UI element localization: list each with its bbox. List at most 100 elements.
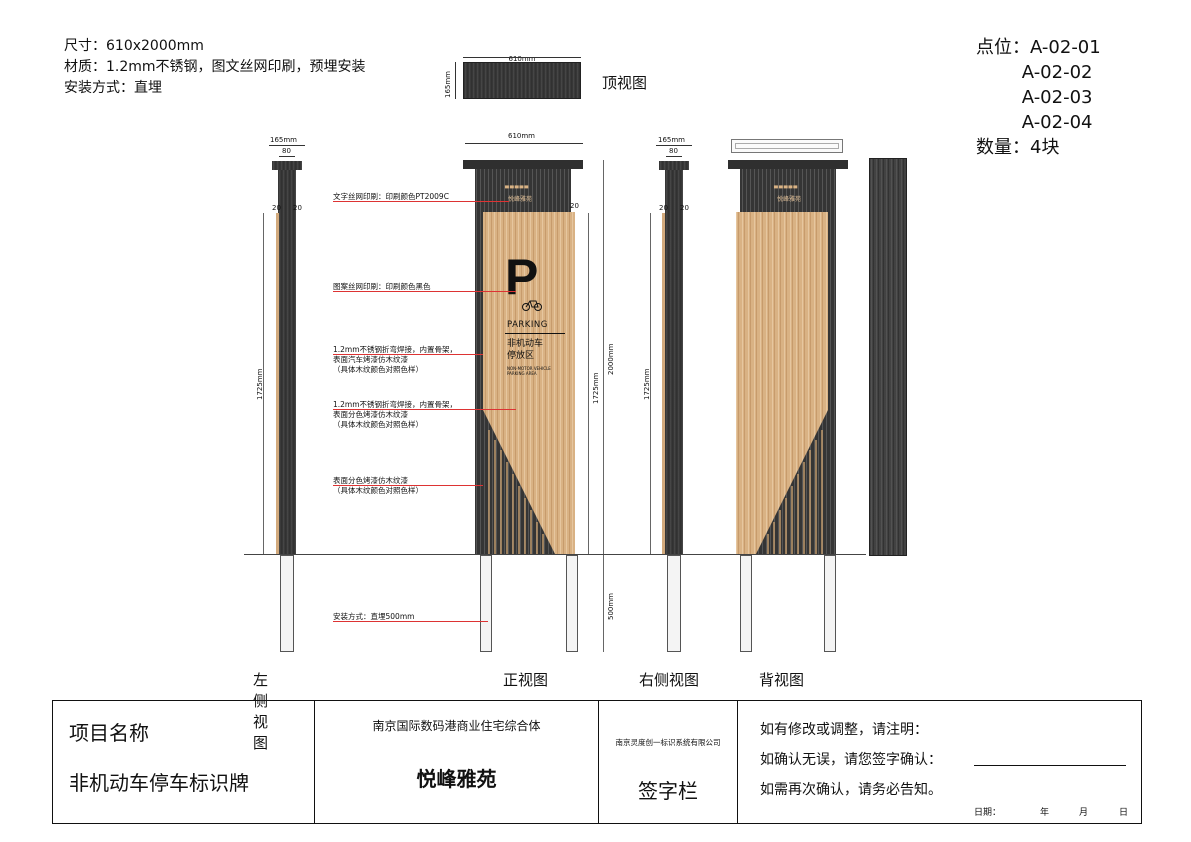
front-depth-line	[603, 555, 604, 652]
left-dim-line-inner	[279, 156, 295, 157]
top-view-dim-line	[463, 57, 581, 58]
front-height-2000-dim: 2000mm	[607, 343, 615, 375]
front-height-1725-line	[588, 213, 589, 554]
annotation-leader-1	[333, 201, 509, 202]
left-view-label: 左侧视图	[253, 671, 269, 752]
parking-cn: 非机动车 停放区	[507, 338, 543, 362]
annotation-leader-4	[333, 409, 516, 410]
tb-date-month: 月	[1079, 808, 1089, 818]
parking-en-line1: NON-MOTOR VEHICLE	[507, 366, 551, 371]
back-brand-mark-dots: ▀▀▀▀▀	[774, 186, 799, 192]
left-dim-line-top	[269, 145, 305, 146]
material-swatch	[869, 158, 907, 556]
right-width-dim: 165mm	[658, 136, 685, 144]
parking-text: PARKING	[507, 320, 548, 330]
front-width-dim: 610mm	[508, 132, 535, 140]
back-top-outline	[731, 139, 843, 153]
right-dim-line-inner	[666, 156, 682, 157]
right-inner-dim: 80	[669, 147, 678, 155]
left-inner-dim: 80	[282, 147, 291, 155]
back-post-right	[824, 555, 836, 652]
front-post-left	[480, 555, 492, 652]
point-code-1: 点位：A-02-01	[976, 37, 1101, 58]
front-depth-dim: 500mm	[607, 593, 615, 620]
back-stripe-lines	[767, 430, 823, 554]
ground-line	[244, 554, 866, 555]
annotation-leader-6	[333, 621, 488, 622]
right-height-dim: 1725mm	[643, 368, 651, 400]
back-sign	[728, 160, 848, 554]
front-edge-dim: 20	[570, 202, 579, 210]
left-height-dim: 1725mm	[256, 368, 264, 400]
back-cap-band	[728, 160, 848, 169]
spec-block: 尺寸：610x2000mm 材质：1.2mm不锈钢，图文丝网印刷，预埋安装 安装…	[64, 36, 366, 99]
annotation-material-1: 1.2mm不锈钢折弯焊接，内置骨架， 表面汽车烤漆仿木纹漆 （具体木纹颜色对照色…	[333, 345, 458, 374]
right-post	[667, 555, 681, 652]
point-code-2: A-02-02	[976, 62, 1093, 83]
tb-date-year: 年	[1040, 808, 1050, 818]
left-height-line	[263, 213, 264, 554]
right-view-label: 右侧视图	[639, 671, 700, 689]
tb-note-3: 如需再次确认，请务必告知。	[760, 782, 942, 798]
tb-notes: 如有修改或调整，请注明： 如确认无误，请您签字确认： 如需再次确认，请务必告知。…	[737, 700, 1142, 824]
annotation-install: 安装方式：直埋500mm	[333, 612, 415, 621]
left-column	[278, 170, 296, 554]
left-edge-dim-r: 20	[293, 204, 302, 212]
parking-cn-line1: 非机动车	[507, 339, 544, 349]
parking-divider	[505, 333, 565, 334]
top-view-depth-line	[455, 62, 456, 99]
front-height-2000-line	[603, 160, 604, 554]
front-width-line	[465, 143, 583, 144]
right-edge-dim-r: 20	[680, 204, 689, 212]
parking-letter: P	[505, 249, 539, 305]
tb-project-name: 非机动车停车标识牌	[69, 771, 249, 795]
spec-install: 安装方式：直埋	[64, 80, 162, 96]
tb-signature-line	[974, 765, 1126, 766]
top-view-width-dim: 610mm	[508, 55, 536, 63]
front-brand-text: 悦峰雅苑	[508, 196, 533, 203]
left-width-dim: 165mm	[270, 136, 297, 144]
point-code-4: A-02-04	[976, 112, 1093, 133]
spec-material: 材质：1.2mm不锈钢，图文丝网印刷，预埋安装	[64, 59, 366, 75]
front-sign	[463, 160, 583, 554]
right-dim-line-top	[656, 145, 692, 146]
tb-note-1: 如有修改或调整，请注明：	[760, 722, 928, 738]
tb-project: 项目名称 非机动车停车标识牌	[52, 700, 315, 824]
back-top-inner	[735, 143, 839, 149]
top-view-plate	[463, 62, 581, 99]
top-view-depth-dim: 165mm	[444, 71, 452, 98]
quantity: 数量：4块	[976, 137, 1060, 158]
tb-date-label: 日期：	[974, 808, 1002, 818]
right-edge-dim-l: 20	[659, 204, 668, 212]
right-wood-edge	[662, 213, 665, 554]
back-view-label: 背视图	[759, 671, 805, 689]
front-brand-mark-dots: ▀▀▀▀▀	[505, 186, 530, 192]
right-column	[665, 170, 683, 554]
tb-client-name: 南京国际数码港商业住宅综合体	[372, 719, 541, 733]
annotation-text-print: 文字丝网印刷：印刷颜色PT2009C	[333, 192, 449, 201]
parking-cn-line2: 停放区	[507, 351, 535, 361]
annotation-finish: 表面分色烤漆仿木纹漆 （具体木纹颜色对照色样）	[333, 476, 423, 495]
right-height-line	[650, 213, 651, 554]
tb-client: 南京国际数码港商业住宅综合体 悦峰雅苑	[314, 700, 599, 824]
left-cap	[272, 161, 302, 170]
annotation-leader-3	[333, 354, 483, 355]
back-brand-text: 悦峰雅苑	[777, 196, 802, 203]
top-view-label: 顶视图	[602, 74, 648, 92]
tb-company: 南京灵度创一标识系统有限公司	[615, 738, 721, 747]
point-code-3: A-02-03	[976, 87, 1093, 108]
front-stripe-lines	[488, 430, 544, 554]
annotation-material-2: 1.2mm不锈钢折弯焊接，内置骨架， 表面分色烤漆仿木纹漆 （具体木纹颜色对照色…	[333, 400, 458, 429]
bicycle-icon-svg	[522, 300, 542, 311]
point-codes: 点位：A-02-01 A-02-02 A-02-03 A-02-04 数量：4块	[976, 35, 1101, 160]
front-sign-svg	[463, 160, 583, 554]
spec-size: 尺寸：610x2000mm	[64, 38, 204, 54]
front-height-1725-dim: 1725mm	[592, 372, 600, 404]
annotation-leader-2	[333, 291, 516, 292]
tb-date-day: 日	[1119, 808, 1129, 818]
bicycle-icon	[521, 299, 543, 314]
annotation-pattern-print: 图案丝网印刷：印刷颜色黑色	[333, 282, 431, 291]
tb-site-name: 悦峰雅苑	[416, 767, 497, 791]
tb-project-label: 项目名称	[69, 721, 149, 745]
back-sign-svg	[728, 160, 848, 554]
